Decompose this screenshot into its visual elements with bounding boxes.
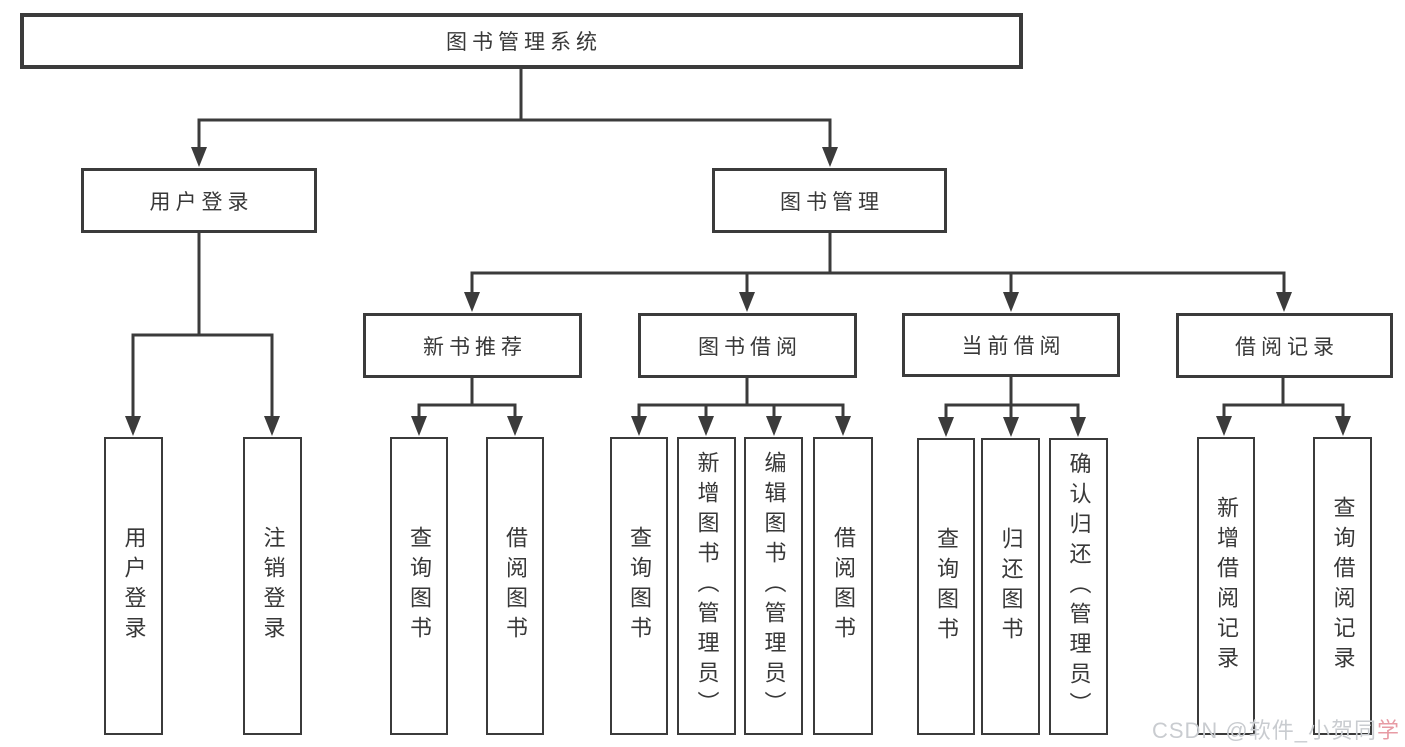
arrowhead-icon [938,417,954,437]
arrowhead-icon [464,292,480,312]
leaf-return-books: 归还图书 [981,438,1040,735]
leaf-user-login: 用户登录 [104,437,163,735]
leaf-borrow-books-recommend: 借阅图书 [486,437,544,735]
box-book-borrowing: 图书借阅 [638,313,857,378]
leaf-query-borrow-record: 查询借阅记录 [1313,437,1372,735]
box-library-management-system: 图书管理系统 [20,13,1023,69]
leaf-logout: 注销登录 [243,437,302,735]
arrowhead-icon [835,416,851,436]
box-borrowing-records: 借阅记录 [1176,313,1393,378]
leaf-add-borrow-record: 新增借阅记录 [1197,437,1255,735]
arrowhead-icon [1276,292,1292,312]
arrowhead-icon [822,147,838,167]
arrowhead-icon [191,147,207,167]
leaf-confirm-return-admin: 确认归还（管理员） [1049,438,1108,735]
arrowhead-icon [631,416,647,436]
arrowhead-icon [1335,416,1351,436]
arrowhead-icon [1070,417,1086,437]
leaf-borrow-books-borrowing: 借阅图书 [813,437,873,735]
box-new-book-recommend: 新书推荐 [363,313,582,378]
watermark-accent-text: 学 [1376,718,1400,743]
arrowhead-icon [1003,417,1019,437]
arrowhead-icon [1003,292,1019,312]
box-user-login: 用户登录 [81,168,317,233]
arrowhead-icon [766,416,782,436]
arrowhead-icon [507,416,523,436]
arrowhead-icon [698,416,714,436]
arrowhead-icon [125,416,141,436]
box-current-borrowing: 当前借阅 [902,313,1120,377]
arrowhead-icon [264,416,280,436]
leaf-add-books-admin: 新增图书（管理员） [677,437,736,735]
leaf-query-books-current: 查询图书 [917,438,975,735]
leaf-query-books-borrowing: 查询图书 [610,437,668,735]
arrowhead-icon [739,292,755,312]
watermark-text: CSDN @软件_小贺同 [1151,718,1377,743]
leaf-edit-books-admin: 编辑图书（管理员） [744,437,803,735]
arrowhead-icon [411,416,427,436]
leaf-query-books-recommend: 查询图书 [390,437,448,735]
csdn-watermark: CSDN @软件_小贺同学 [1152,713,1400,745]
box-book-management: 图书管理 [712,168,947,233]
arrowhead-icon [1216,416,1232,436]
